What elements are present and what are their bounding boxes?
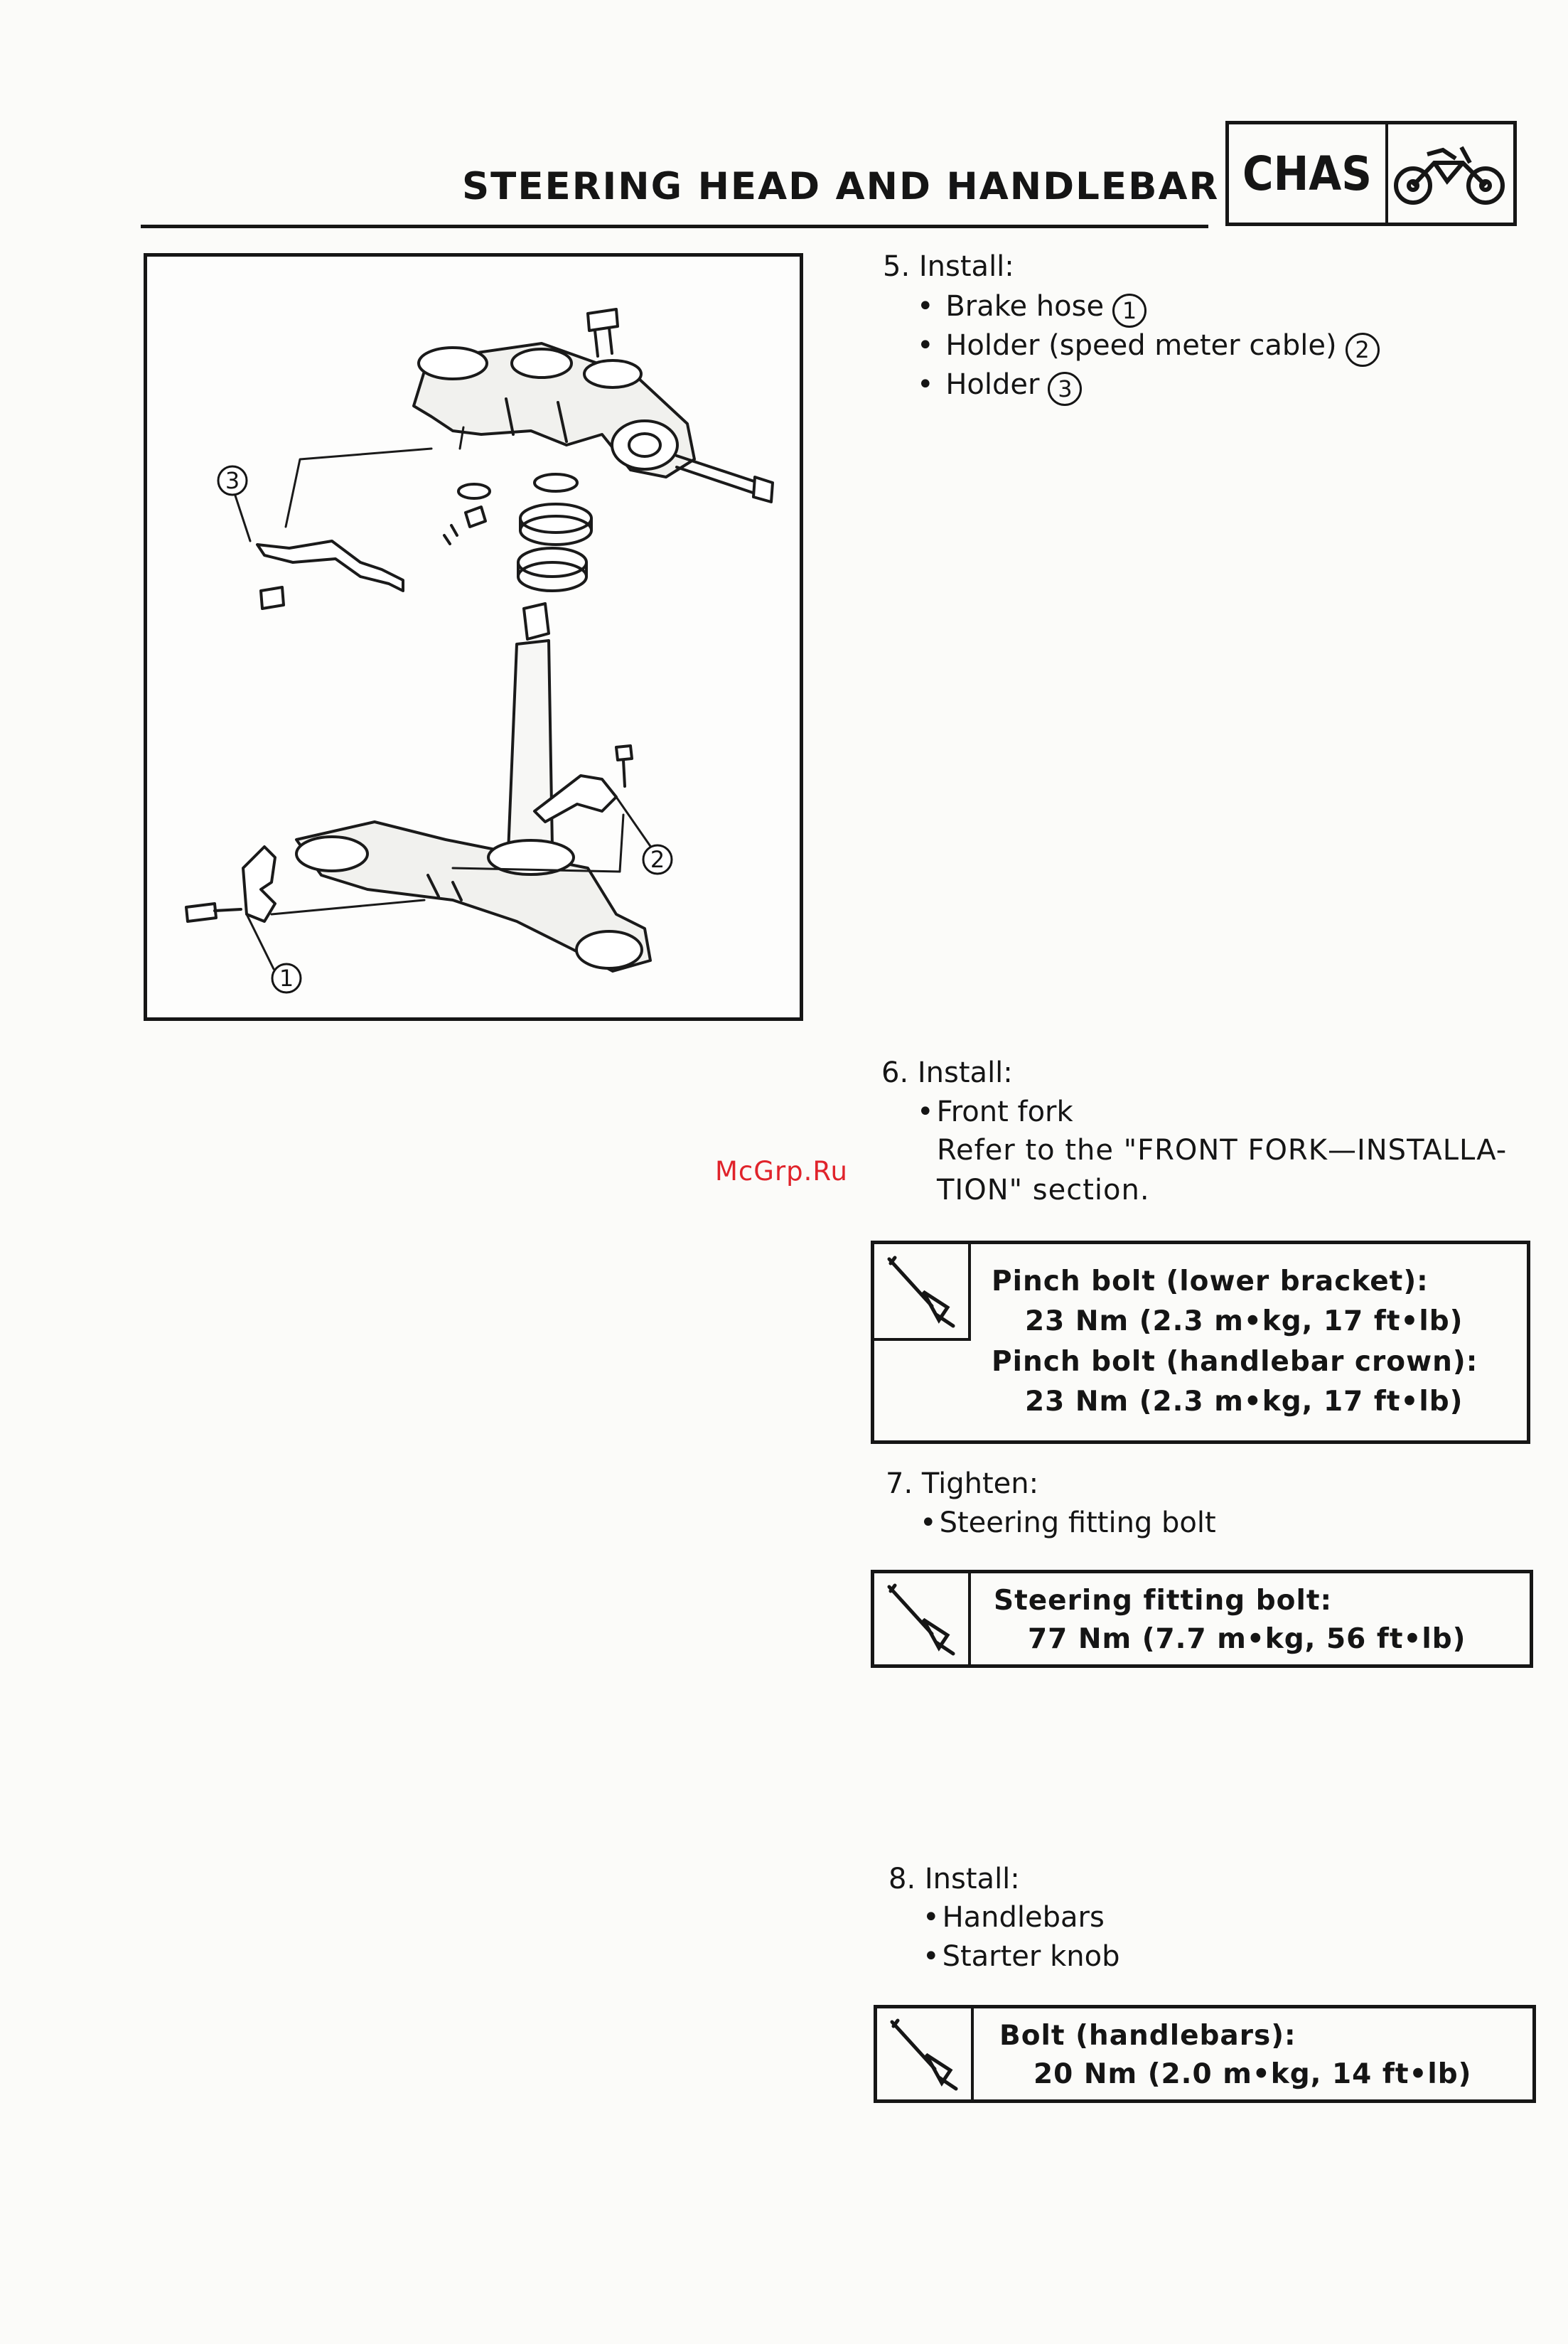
spec-line: Steering fitting bolt:	[994, 1585, 1333, 1617]
step-7-title: 7. Tighten:	[886, 1467, 1039, 1500]
motorcycle-icon	[1388, 124, 1513, 223]
step-6-title: 6. Install:	[881, 1056, 1013, 1089]
page-title: STEERING HEAD AND HANDLEBAR	[462, 165, 1220, 208]
section-badge: CHAS	[1225, 121, 1517, 226]
torque-spec-box-step-8: Bolt (handlebars): 20 Nm (2.0 m•kg, 14 f…	[874, 2005, 1536, 2103]
spec-line: Bolt (handlebars):	[999, 2020, 1296, 2052]
callout-3: 3	[225, 467, 240, 494]
callout-1: 1	[279, 965, 294, 992]
spec-value: 23 Nm (2.3 m•kg, 17 ft•lb)	[1025, 1305, 1464, 1337]
step-6-item: Front fork	[917, 1096, 1073, 1128]
step-6-note-line-1: Refer to the "FRONT FORK—INSTALLA-	[937, 1134, 1508, 1167]
spec-value: 77 Nm (7.7 m•kg, 56 ft•lb)	[1028, 1623, 1466, 1655]
step-7-item: Steering fitting bolt	[920, 1507, 1216, 1539]
step-8-item-1: Handlebars	[923, 1901, 1105, 1934]
callout-2: 2	[650, 846, 665, 873]
torque-wrench-icon	[877, 2008, 974, 2099]
callout-mark: 2	[1345, 333, 1380, 367]
spec-value: 23 Nm (2.3 m•kg, 17 ft•lb)	[1025, 1386, 1464, 1418]
torque-spec-box-step-7: Steering fitting bolt: 77 Nm (7.7 m•kg, …	[871, 1570, 1533, 1668]
step-6-note-line-2: TION" section.	[937, 1174, 1150, 1206]
section-label: CHAS	[1229, 124, 1388, 223]
spec-line: Pinch bolt (lower bracket):	[992, 1265, 1429, 1297]
spec-value: 20 Nm (2.0 m•kg, 14 ft•lb)	[1033, 2058, 1472, 2090]
watermark: McGrp.Ru	[715, 1156, 848, 1187]
step-5-title: 5. Install:	[883, 250, 1014, 283]
header-rule	[141, 225, 1208, 228]
exploded-view-diagram: 3 2 1	[144, 253, 803, 1021]
torque-wrench-icon	[874, 1573, 971, 1664]
callout-mark: 3	[1048, 372, 1083, 406]
torque-spec-box-step-6: Pinch bolt (lower bracket): 23 Nm (2.3 m…	[871, 1241, 1530, 1444]
callout-mark: 1	[1112, 294, 1147, 328]
step-8-item-2: Starter knob	[923, 1940, 1120, 1973]
step-5-item-2: Holder (speed meter cable)2	[917, 329, 1380, 367]
torque-wrench-icon	[874, 1244, 971, 1341]
step-8-title: 8. Install:	[888, 1863, 1020, 1895]
spec-line: Pinch bolt (handlebar crown):	[992, 1346, 1478, 1378]
